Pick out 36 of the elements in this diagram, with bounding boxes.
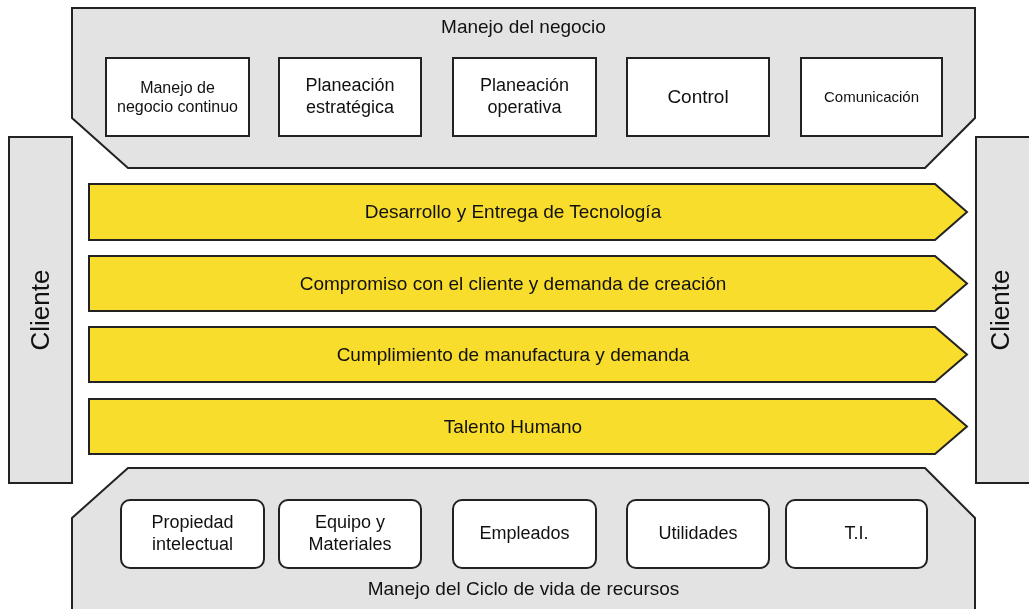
process-box: [105, 57, 250, 137]
panel: [72, 8, 975, 168]
band-label: Desarrollo y Entrega de Tecnología: [364, 200, 662, 224]
chevron-band: [89, 184, 967, 240]
chevron-band: [89, 327, 967, 382]
resource-box: [626, 499, 770, 569]
panel-title: Manejo del Ciclo de vida de recursos: [367, 578, 680, 601]
side-panel: [8, 136, 73, 484]
resource-box: [452, 499, 597, 569]
chevron-band: [89, 256, 967, 311]
box-label: Manejo de negocio continuo: [116, 77, 239, 117]
box-label: Utilidades: [658, 523, 738, 545]
box-label: Propiedad intelectual: [150, 512, 235, 556]
band-label: Talento Humano: [443, 415, 583, 438]
side-label: Cliente: [24, 269, 56, 351]
process-box: [800, 57, 943, 137]
resource-box: [278, 499, 422, 569]
box-label: Planeación operativa: [478, 75, 571, 119]
process-box: [452, 57, 597, 137]
box-label: Equipo y Materiales: [307, 512, 393, 556]
side-panel: [975, 136, 1029, 484]
panel: [72, 468, 975, 609]
box-label: Empleados: [479, 523, 570, 545]
box-label: Control: [667, 85, 729, 109]
panel-title: Manejo del negocio: [441, 16, 606, 39]
box-label: Planeación estratégica: [304, 75, 396, 119]
chevron-band: [89, 399, 967, 454]
box-label: Comunicación: [823, 88, 919, 106]
side-label: Cliente: [985, 269, 1017, 351]
resource-box: [785, 499, 928, 569]
band-label: Cumplimiento de manufactura y demanda: [336, 343, 690, 366]
resource-box: [120, 499, 265, 569]
box-label: T.I.: [844, 523, 869, 545]
process-box: [626, 57, 770, 137]
band-label: Compromiso con el cliente y demanda de creación: [299, 272, 727, 295]
process-box: [278, 57, 422, 137]
